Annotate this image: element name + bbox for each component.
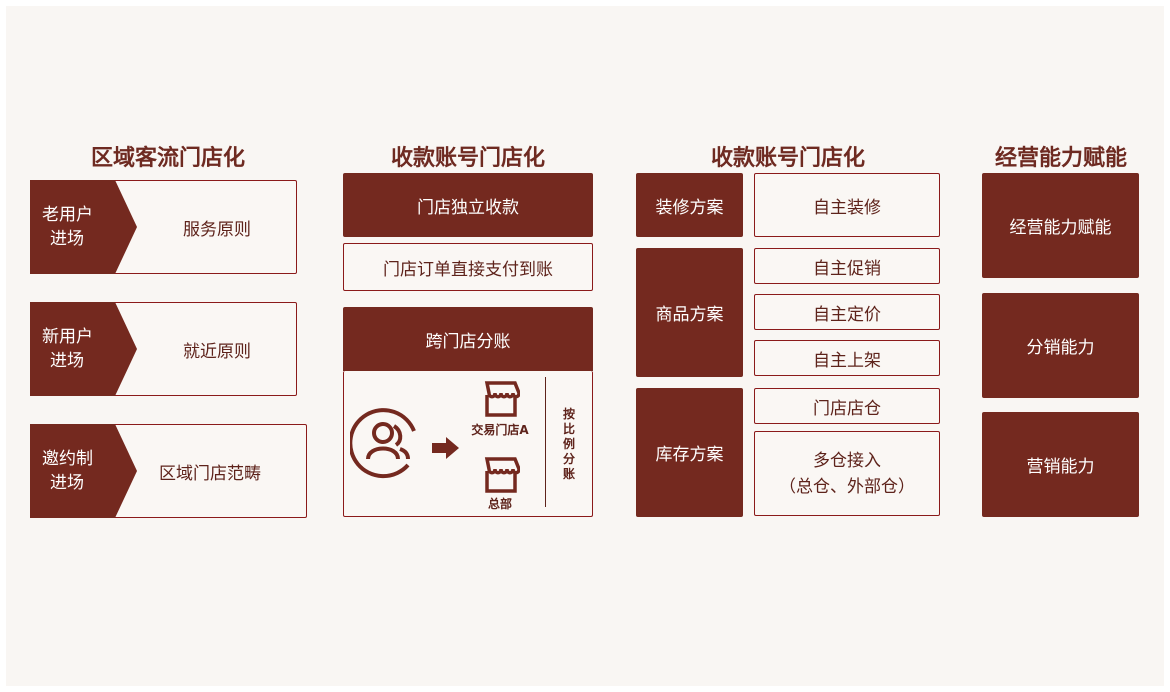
split-ratio-label: 按比例分账	[562, 407, 575, 481]
store-a-icon	[484, 381, 520, 417]
multi-warehouse-line1: 多仓接入	[813, 450, 881, 471]
self-listing: 自主上架	[754, 340, 940, 376]
hq-label: 总部	[487, 497, 512, 511]
tag-line: 进场	[50, 229, 84, 249]
col2-title: 收款账号门店化	[390, 146, 545, 171]
users-icon	[350, 408, 416, 479]
direct-payment: 门店订单直接支付到账	[343, 243, 593, 291]
self-promotion: 自主促销	[754, 248, 940, 284]
row-text: 区域门店范畴	[159, 463, 261, 484]
marketing-ability: 营销能力	[982, 412, 1139, 517]
divider	[545, 377, 546, 507]
cross-store-split-body: 交易门店A 总部 按比例分账	[343, 371, 593, 517]
tag-line: 邀约制	[42, 449, 93, 469]
tag-line: 进场	[50, 351, 84, 371]
cross-store-split-header: 跨门店分账	[343, 307, 593, 371]
tag-old-user: 老用户进场	[30, 180, 137, 274]
independent-collection: 门店独立收款	[343, 173, 593, 237]
product-plan: 商品方案	[636, 248, 743, 377]
self-decoration: 自主装修	[754, 173, 940, 237]
self-pricing: 自主定价	[754, 294, 940, 330]
col1-title: 区域客流门店化	[90, 146, 245, 171]
tag-line: 新用户	[42, 327, 93, 347]
diagram: 区域客流门店化 服务原则 老用户进场 就近原则 新用户进场 区域门店范畴 邀约制…	[6, 6, 1164, 686]
row-text: 就近原则	[183, 341, 251, 362]
col4-title: 经营能力赋能	[994, 146, 1127, 171]
multi-warehouse: 多仓接入 （总仓、外部仓）	[754, 431, 940, 516]
distribution-ability: 分销能力	[982, 293, 1139, 398]
decoration-plan: 装修方案	[636, 173, 743, 237]
store-warehouse: 门店店仓	[754, 388, 940, 424]
row-text: 服务原则	[183, 219, 251, 240]
arrow-right-icon	[432, 437, 459, 459]
inventory-plan: 库存方案	[636, 388, 743, 517]
tag-line: 进场	[50, 473, 84, 493]
tag-line: 老用户	[42, 205, 93, 225]
store-a-label: 交易门店A	[471, 423, 529, 437]
col3-title: 收款账号门店化	[710, 146, 865, 171]
tag-invite: 邀约制进场	[30, 424, 137, 518]
tag-new-user: 新用户进场	[30, 302, 137, 396]
operation-empowerment: 经营能力赋能	[982, 173, 1139, 278]
hq-store-icon	[484, 457, 520, 493]
multi-warehouse-line2: （总仓、外部仓）	[779, 476, 915, 497]
